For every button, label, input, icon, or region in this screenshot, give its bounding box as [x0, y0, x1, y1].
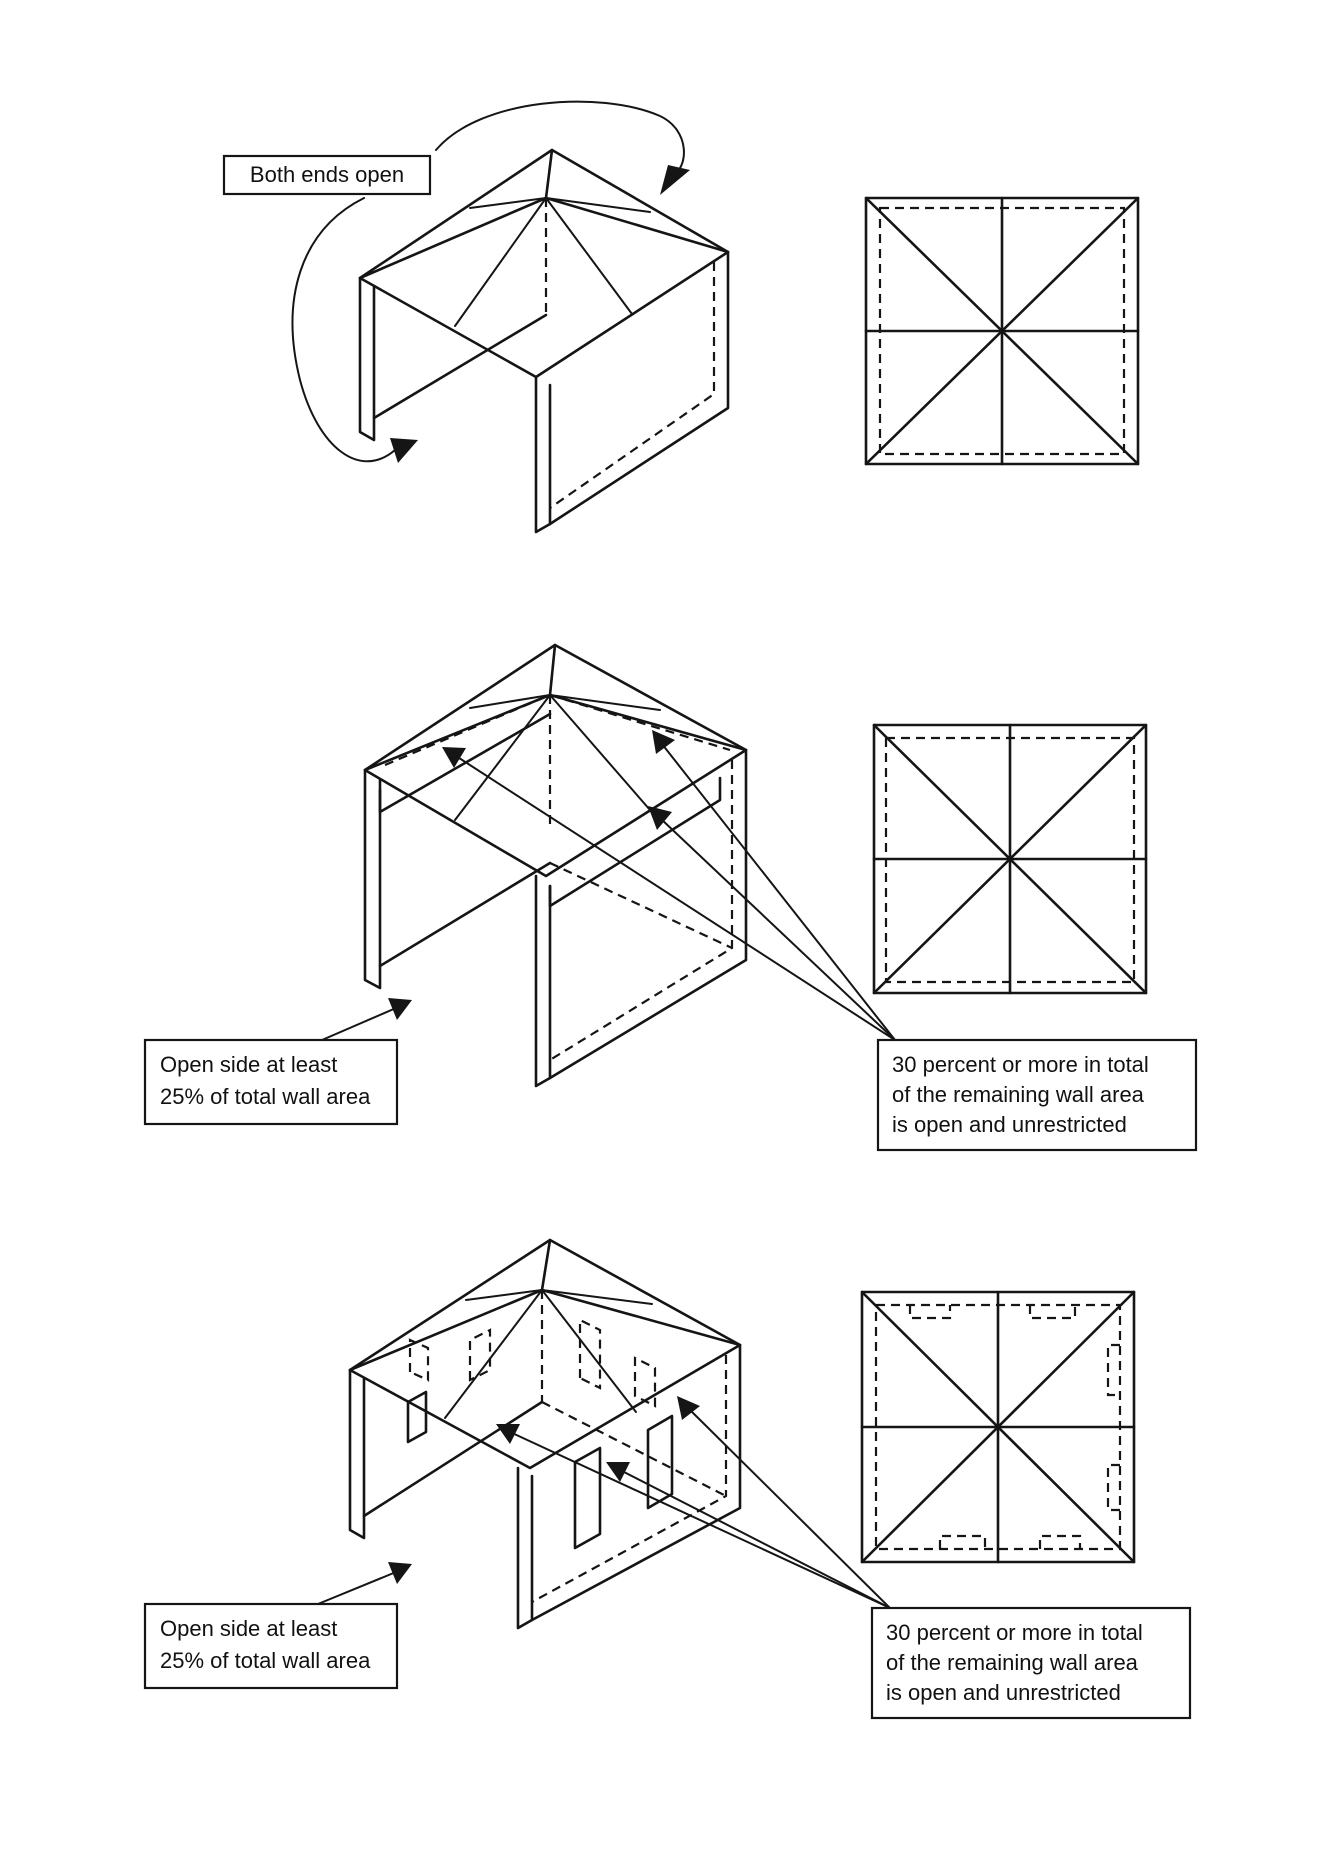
label-remaining-wall-open: 30 percent or more in total of the remai… — [878, 1040, 1196, 1150]
label-text: 25% of total wall area — [160, 1084, 371, 1109]
label-text: 25% of total wall area — [160, 1648, 371, 1673]
panel-1-plan-view — [866, 198, 1138, 464]
panel-3-isometric-view — [350, 1240, 740, 1628]
label-open-side: Open side at least 25% of total wall are… — [145, 1604, 397, 1688]
panel-2-isometric-view — [365, 645, 746, 1086]
panel-3: Open side at least 25% of total wall are… — [145, 1240, 1190, 1718]
label-text: 30 percent or more in total — [892, 1052, 1149, 1077]
label-text: is open and unrestricted — [886, 1680, 1121, 1705]
panel-2-annotations — [322, 730, 895, 1040]
panel-3-annotations — [318, 1396, 890, 1608]
label-text: Open side at least — [160, 1616, 337, 1641]
label-open-side: Open side at least 25% of total wall are… — [145, 1040, 397, 1124]
label-text: is open and unrestricted — [892, 1112, 1127, 1137]
label-both-ends-open: Both ends open — [224, 156, 430, 194]
arrowhead-icon — [390, 438, 418, 463]
arrowhead-icon — [660, 165, 690, 195]
panel-2: Open side at least 25% of total wall are… — [145, 645, 1196, 1150]
label-remaining-wall-open: 30 percent or more in total of the remai… — [872, 1608, 1190, 1718]
label-text: of the remaining wall area — [892, 1082, 1145, 1107]
label-text: of the remaining wall area — [886, 1650, 1139, 1675]
panel-3-plan-view — [862, 1292, 1134, 1562]
panel-1: Both ends open — [224, 102, 1138, 532]
panel-2-plan-view — [874, 725, 1146, 993]
arrowhead-icon — [652, 730, 675, 754]
label-text: Open side at least — [160, 1052, 337, 1077]
label-text: Both ends open — [250, 162, 404, 187]
label-text: 30 percent or more in total — [886, 1620, 1143, 1645]
